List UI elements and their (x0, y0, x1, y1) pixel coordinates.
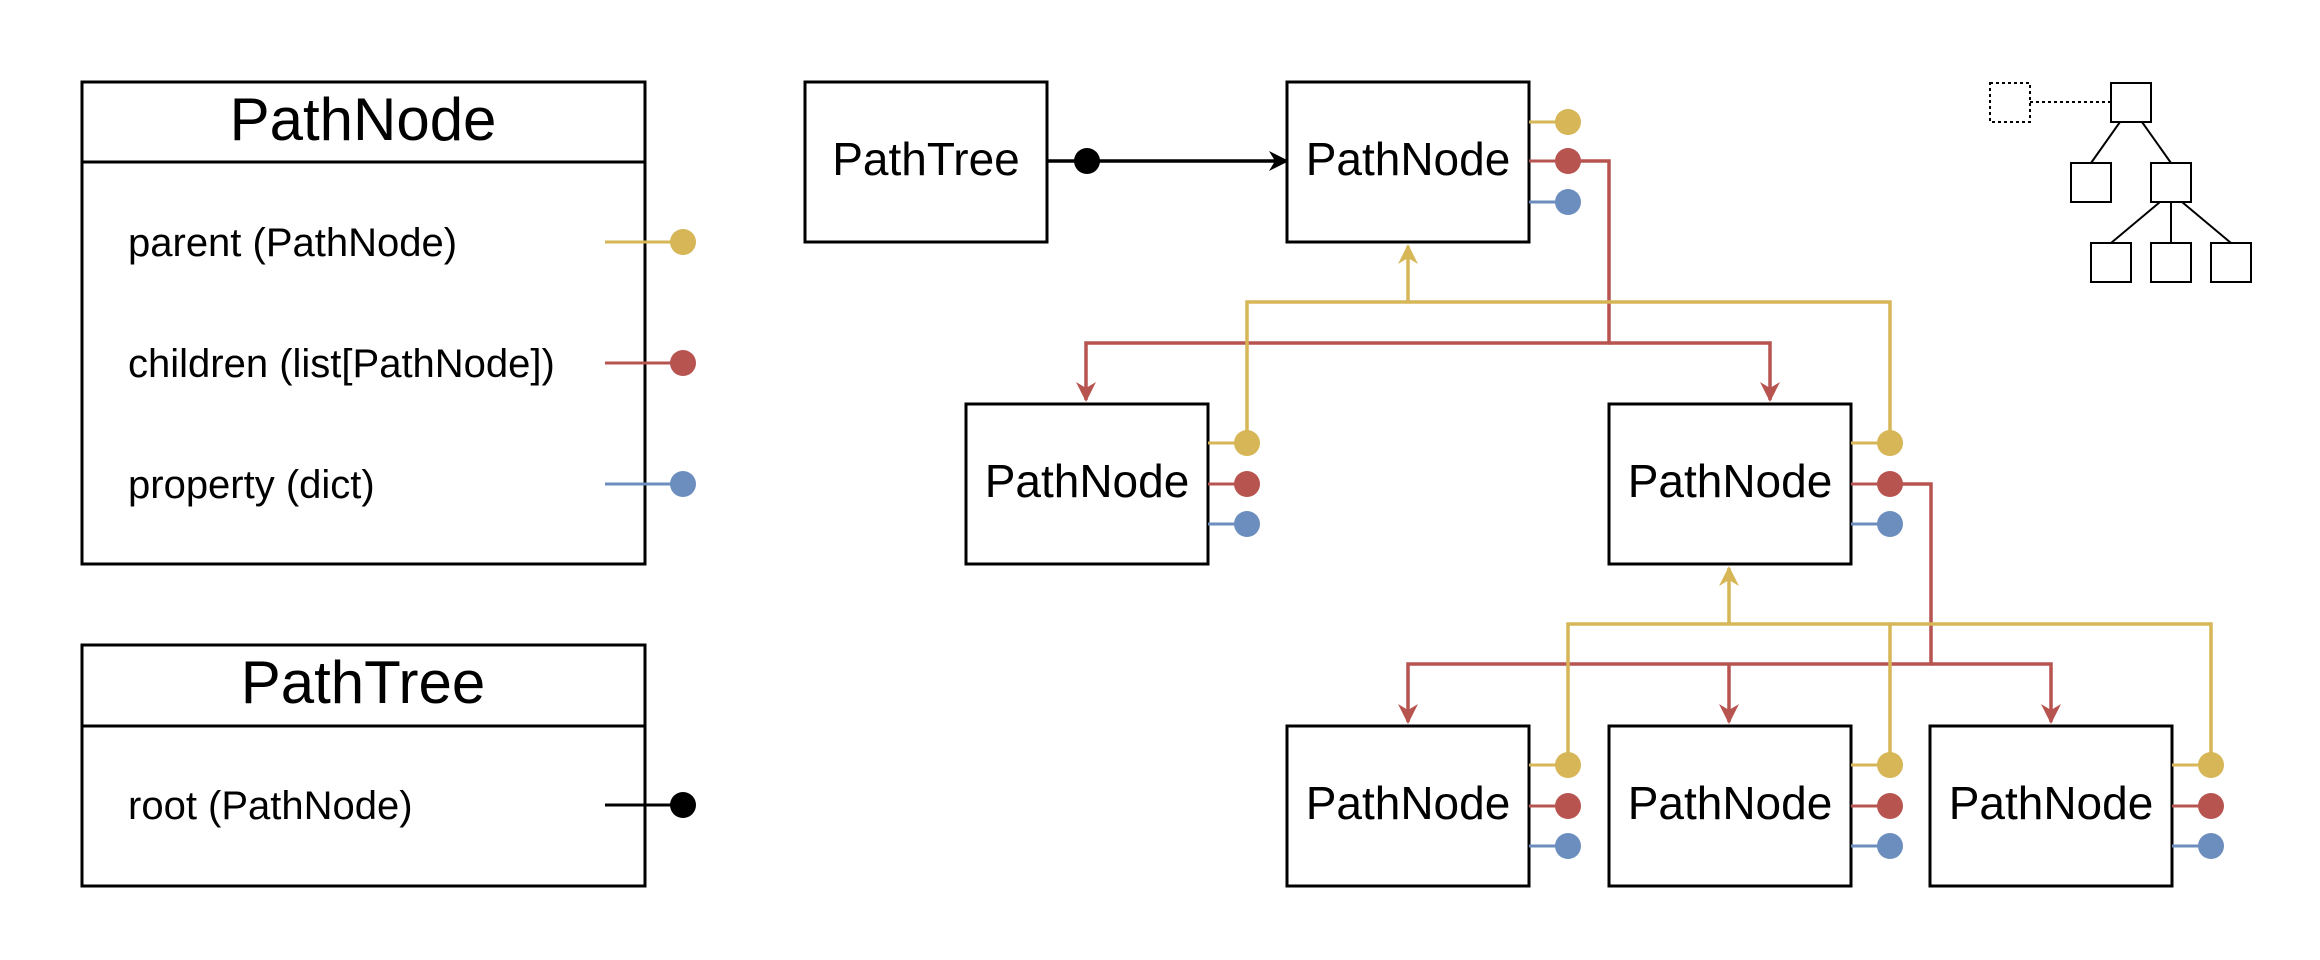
overview-leaf2-box (2150, 242, 2192, 283)
pathtree-class-box (80, 643, 647, 888)
pathnode-root-children-port (1555, 148, 1581, 174)
pathnode-left-parent-port (1234, 430, 1260, 456)
pathnode-root[interactable]: PathNode (1285, 80, 1581, 244)
field-port-parent (670, 229, 696, 255)
parent-edge-leaf1-to-mid (1566, 622, 1729, 765)
children-edge-root-to-mid (1609, 341, 1780, 402)
overview-left-box (2070, 162, 2112, 203)
overview-link-left (2090, 121, 2121, 164)
pathnode-class-legend: PathNode parent (PathNode) children (lis… (80, 80, 696, 566)
pathtree-node[interactable]: PathTree (803, 80, 1100, 244)
pathtree-class-title: PathTree (241, 649, 486, 716)
pathnode-root-box[interactable] (1285, 80, 1531, 244)
overview-link-mid (2141, 121, 2172, 164)
pathnode-left[interactable]: PathNode (964, 402, 1260, 566)
overview-root-box (2110, 82, 2152, 123)
pathnode-leaf-2-box[interactable] (1607, 724, 1853, 888)
pathnode-leaf-3-property-port (2198, 833, 2224, 859)
pathnode-leaf-3-label: PathNode (1949, 777, 2154, 829)
pathnode-leaf-1-property-port (1555, 833, 1581, 859)
overview-link-leaf1 (2110, 201, 2161, 244)
pathnode-mid-children-port (1877, 471, 1903, 497)
pathnode-left-property-port (1234, 511, 1260, 537)
pathnode-mid-parent-port (1877, 430, 1903, 456)
pathtree-class-legend: PathTree root (PathNode) (80, 643, 696, 888)
tree-edges (1047, 151, 2213, 765)
pathnode-left-label: PathNode (985, 455, 1190, 507)
pathnode-left-children-port (1234, 471, 1260, 497)
pathnode-mid-property-port (1877, 511, 1903, 537)
pathnode-root-parent-port (1555, 109, 1581, 135)
pathnode-leaf-2-label: PathNode (1628, 777, 1833, 829)
pathnode-leaf-3-parent-port (2198, 752, 2224, 778)
pathnode-mid-box[interactable] (1607, 402, 1853, 566)
pathnode-leaf-1-label: PathNode (1306, 777, 1511, 829)
field-label-parent: parent (PathNode) (128, 221, 457, 265)
pathnode-class-title: PathNode (230, 86, 497, 153)
field-port-children (670, 350, 696, 376)
tree-overview-icon (1989, 82, 2252, 283)
overview-leaf3-box (2210, 242, 2252, 283)
field-port-property (670, 471, 696, 497)
field-label-property: property (dict) (128, 463, 375, 507)
pathtree-node-box[interactable] (803, 80, 1049, 244)
parent-edge-left-to-root (1245, 300, 1408, 443)
overview-mid-box (2150, 162, 2192, 203)
pathnode-leaf-1-parent-port (1555, 752, 1581, 778)
pathnode-leaf-3-children-port (2198, 793, 2224, 819)
pathnode-leaf-2-property-port (1877, 833, 1903, 859)
pathtree-node-label: PathTree (832, 133, 1020, 185)
overview-link-leaf3 (2181, 201, 2232, 244)
pathnode-mid[interactable]: PathNode (1607, 402, 1903, 566)
overview-tree-box (1989, 82, 2031, 123)
pathnode-leaf-2-children-port (1877, 793, 1903, 819)
pathtree-root-port (1074, 148, 1100, 174)
parent-edge-leaf3-to-mid (1890, 622, 2213, 765)
parent-edge-mid-to-root (1408, 300, 1892, 443)
pathnode-leaf-3[interactable]: PathNode (1928, 724, 2224, 888)
pathnode-root-property-port (1555, 189, 1581, 215)
pathnode-leaf-1[interactable]: PathNode (1285, 724, 1581, 888)
field-label-children: children (list[PathNode]) (128, 342, 555, 386)
pathnode-leaf-2-parent-port (1877, 752, 1903, 778)
overview-leaf1-box (2090, 242, 2132, 283)
field-label-root: root (PathNode) (128, 784, 413, 828)
pathnode-leaf-1-children-port (1555, 793, 1581, 819)
children-edge-mid-to-leaf3 (1931, 662, 2061, 724)
field-port-root (670, 792, 696, 818)
pathnode-mid-label: PathNode (1628, 455, 1833, 507)
pathnode-leaf-2[interactable]: PathNode (1607, 724, 1903, 888)
pathnode-leaf-1-box[interactable] (1285, 724, 1531, 888)
pathnode-root-label: PathNode (1306, 133, 1511, 185)
